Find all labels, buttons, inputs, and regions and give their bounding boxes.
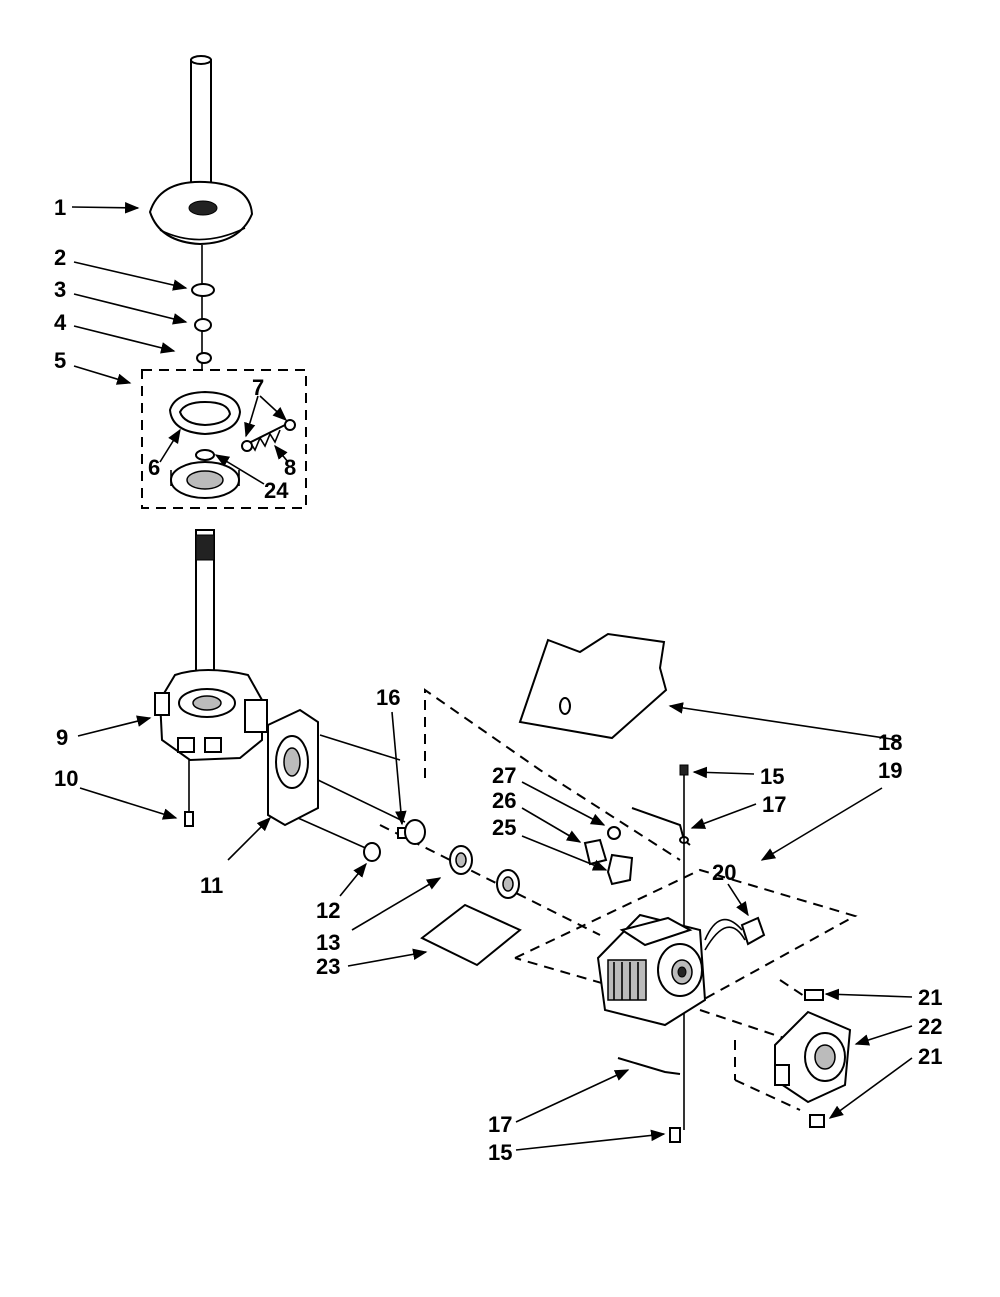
callout-15-lower: 15 (488, 1140, 512, 1165)
callout-25: 25 (492, 815, 516, 840)
part-22-pump (774, 1010, 852, 1104)
callout-11: 11 (200, 873, 223, 898)
part-25-clip (606, 853, 634, 886)
projection-line (319, 734, 401, 761)
projection-line (317, 779, 406, 823)
callout-15-upper: 15 (760, 764, 784, 789)
motor-projection-line (734, 1079, 801, 1111)
callout-26: 26 (492, 788, 516, 813)
callout-1: 1 (54, 195, 66, 220)
part-17-rod-upper (631, 807, 691, 846)
callout-19: 19 (878, 758, 902, 783)
callout-27: 27 (492, 763, 516, 788)
callout-17-upper: 17 (762, 792, 786, 817)
part-18-bracket-outline (424, 688, 681, 861)
callout-3: 3 (54, 277, 66, 302)
callout-labels: 1 2 3 4 5 6 7 8 24 9 10 11 12 13 23 16 2… (54, 195, 942, 1165)
callout-8: 8 (284, 455, 296, 480)
part-9-gearcase (154, 529, 268, 762)
callout-10: 10 (54, 766, 78, 791)
callout-16: 16 (376, 685, 400, 710)
part-1-drive-hub (148, 55, 254, 246)
callout-4: 4 (54, 310, 67, 335)
callout-21-upper: 21 (918, 985, 942, 1010)
callout-22: 22 (918, 1014, 942, 1039)
part-21-clip-upper (779, 979, 824, 1001)
part-12-nut (363, 842, 381, 862)
part-5-brake-assembly (168, 390, 296, 499)
part-26-spacer (583, 838, 608, 866)
part-15-bolt-lower (669, 1127, 681, 1143)
callout-17-lower: 17 (488, 1112, 512, 1137)
callout-9: 9 (56, 725, 68, 750)
part-15-bolt-upper (679, 764, 689, 776)
part-21-clip-lower (809, 1114, 825, 1128)
callout-20: 20 (712, 860, 736, 885)
callout-6: 6 (148, 455, 160, 480)
callout-24: 24 (264, 478, 289, 503)
part-18-shield (518, 632, 668, 740)
projection-line (297, 817, 371, 851)
callout-12: 12 (316, 898, 340, 923)
callout-23: 23 (316, 954, 340, 979)
callout-18: 18 (878, 730, 902, 755)
motor-projection-line (699, 1009, 791, 1041)
part-10-bolt (184, 760, 194, 827)
callout-13: 13 (316, 930, 340, 955)
callout-2: 2 (54, 245, 66, 270)
part-19-motor (596, 913, 707, 1027)
part-13-bearings (404, 819, 520, 899)
leader-lines (71, 202, 913, 1151)
part-20-switch (704, 916, 766, 951)
parts-2-3-4-washers (191, 245, 215, 370)
callout-7: 7 (252, 375, 264, 400)
part-23-gasket (420, 903, 522, 967)
part-11-gearcase-cover (267, 708, 319, 827)
callout-21-lower: 21 (918, 1044, 942, 1069)
part-27-nut (607, 826, 621, 840)
part-17-rod-lower (617, 1057, 681, 1075)
part-5-assembly-box (141, 369, 307, 509)
callout-5: 5 (54, 348, 66, 373)
